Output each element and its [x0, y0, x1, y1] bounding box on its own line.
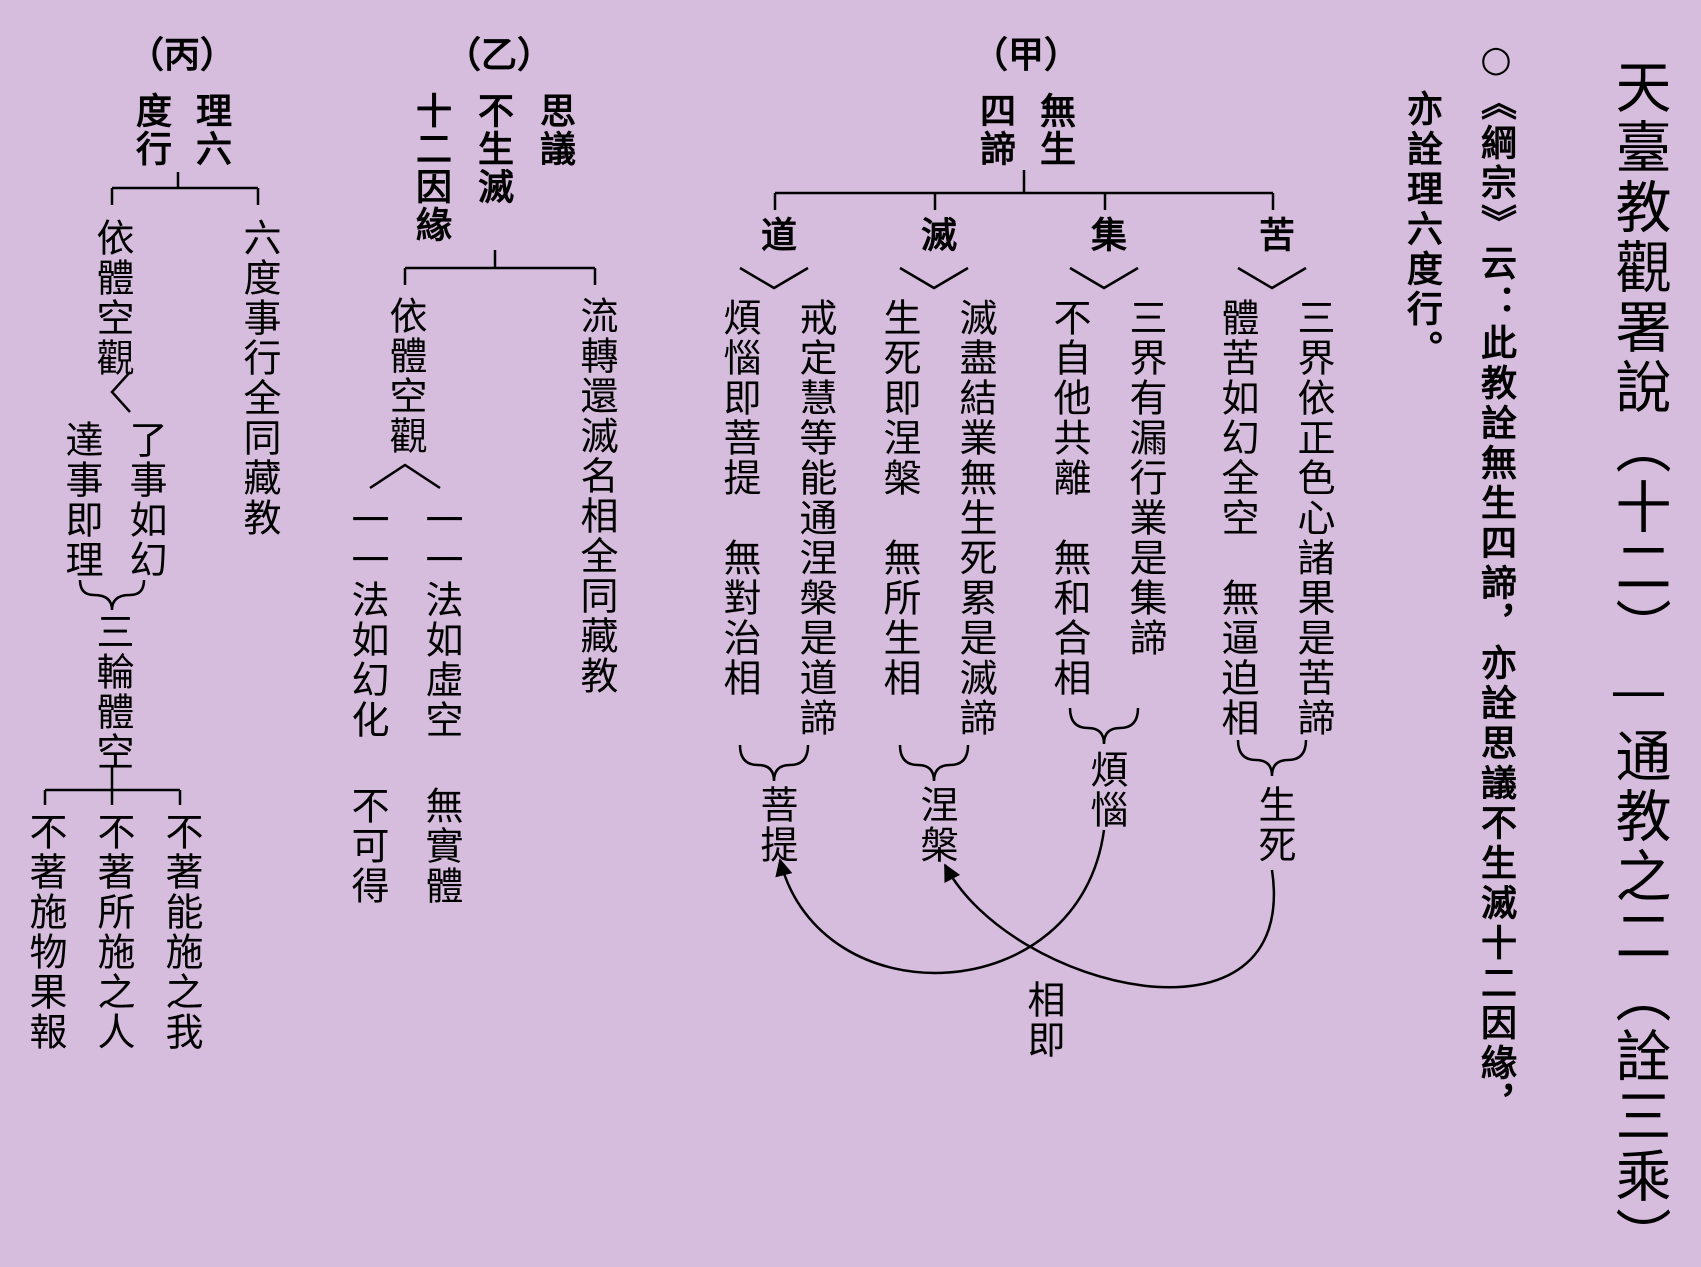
suffering-fork	[1237, 266, 1307, 290]
yi-label: （乙）	[445, 35, 554, 76]
yi-branch-2: 依體空觀	[383, 296, 427, 456]
bing-bar	[110, 186, 260, 205]
path-heading: 道	[755, 216, 796, 254]
cessation-brace	[898, 744, 970, 782]
path-item-2: 煩惱即菩提 無對治相	[717, 298, 761, 698]
bing-fork	[110, 371, 131, 413]
suffering-item-1: 三界依正色心諸果是苦諦	[1291, 298, 1335, 738]
bing-label: （丙）	[128, 35, 237, 76]
bing-leaf-2: 不著所施之人	[91, 812, 135, 1052]
cessation-item-1: 滅盡結業無生死累是滅諦	[953, 298, 997, 738]
identity-label: 相即	[1021, 980, 1065, 1060]
yi-bar	[403, 266, 597, 285]
path-fork	[739, 266, 809, 290]
cessation-item-2: 生死即涅槃 無所生相	[877, 298, 921, 698]
yi-branch-1: 流轉還滅名相全同藏教	[574, 296, 618, 696]
bing-sub-1: 了事如幻	[123, 420, 167, 580]
yi-heading-2: 不生滅	[472, 92, 513, 206]
bing-branch-1: 六度事行全同藏教	[237, 218, 281, 538]
origin-item-2: 不自他共離 無和合相	[1047, 298, 1091, 698]
bing-heading-2: 度行	[130, 92, 171, 168]
quote-line-1: ○《綱宗》云：此教詮無生四諦，亦詮思議不生滅十二因緣，	[1475, 38, 1517, 1124]
suffering-item-2: 體苦如幻全空 無逼迫相	[1215, 298, 1259, 738]
yi-heading-1: 思議	[534, 92, 575, 168]
cessation-fork	[899, 266, 969, 290]
jia-bar	[773, 191, 1275, 210]
page-title: 天臺教觀署說（十二）—通教之二（詮三乘）	[1606, 58, 1671, 1267]
jia-heading-2: 四諦	[974, 92, 1015, 168]
cessation-heading: 滅	[915, 216, 956, 254]
origin-group: 煩惱	[1084, 750, 1128, 830]
bing-bottom-bar	[43, 788, 182, 805]
suffering-brace	[1236, 739, 1308, 777]
bing-leaf-3: 不著施物果報	[23, 812, 67, 1052]
origin-fork	[1069, 266, 1139, 290]
yi-sub-1: 一一法如虛空 無實體	[419, 500, 463, 906]
bing-sub-2: 達事即理	[59, 420, 103, 580]
yi-fork	[369, 463, 441, 490]
bing-heading-1: 理六	[190, 92, 231, 168]
suffering-group: 生死	[1252, 785, 1296, 865]
bing-branch-2: 依體空觀	[90, 218, 134, 378]
suffering-to-nirvana-arrow	[943, 863, 1276, 989]
jia-label: （甲）	[972, 35, 1081, 76]
origin-brace	[1068, 707, 1140, 745]
path-group: 菩提	[754, 785, 798, 865]
origin-item-1: 三界有漏行業是集諦	[1123, 298, 1167, 658]
yi-heading-3: 十二因緣	[410, 92, 451, 244]
yi-sub-2: 一一法如幻化 不可得	[345, 500, 389, 906]
origin-heading: 集	[1085, 216, 1126, 254]
jia-heading-1: 無生	[1034, 92, 1075, 168]
quote-line-2: 亦詮理六度行。	[1401, 90, 1443, 370]
path-item-1: 戒定慧等能通涅槃是道諦	[793, 298, 837, 738]
cessation-group: 涅槃	[914, 785, 958, 865]
path-brace	[738, 744, 810, 782]
suffering-heading: 苦	[1253, 216, 1294, 254]
origin-to-bodhi-arrow	[775, 829, 1106, 975]
bing-merge: 三輪體空	[90, 612, 134, 772]
bing-brace	[78, 579, 146, 611]
bing-leaf-1: 不著能施之我	[159, 812, 203, 1052]
